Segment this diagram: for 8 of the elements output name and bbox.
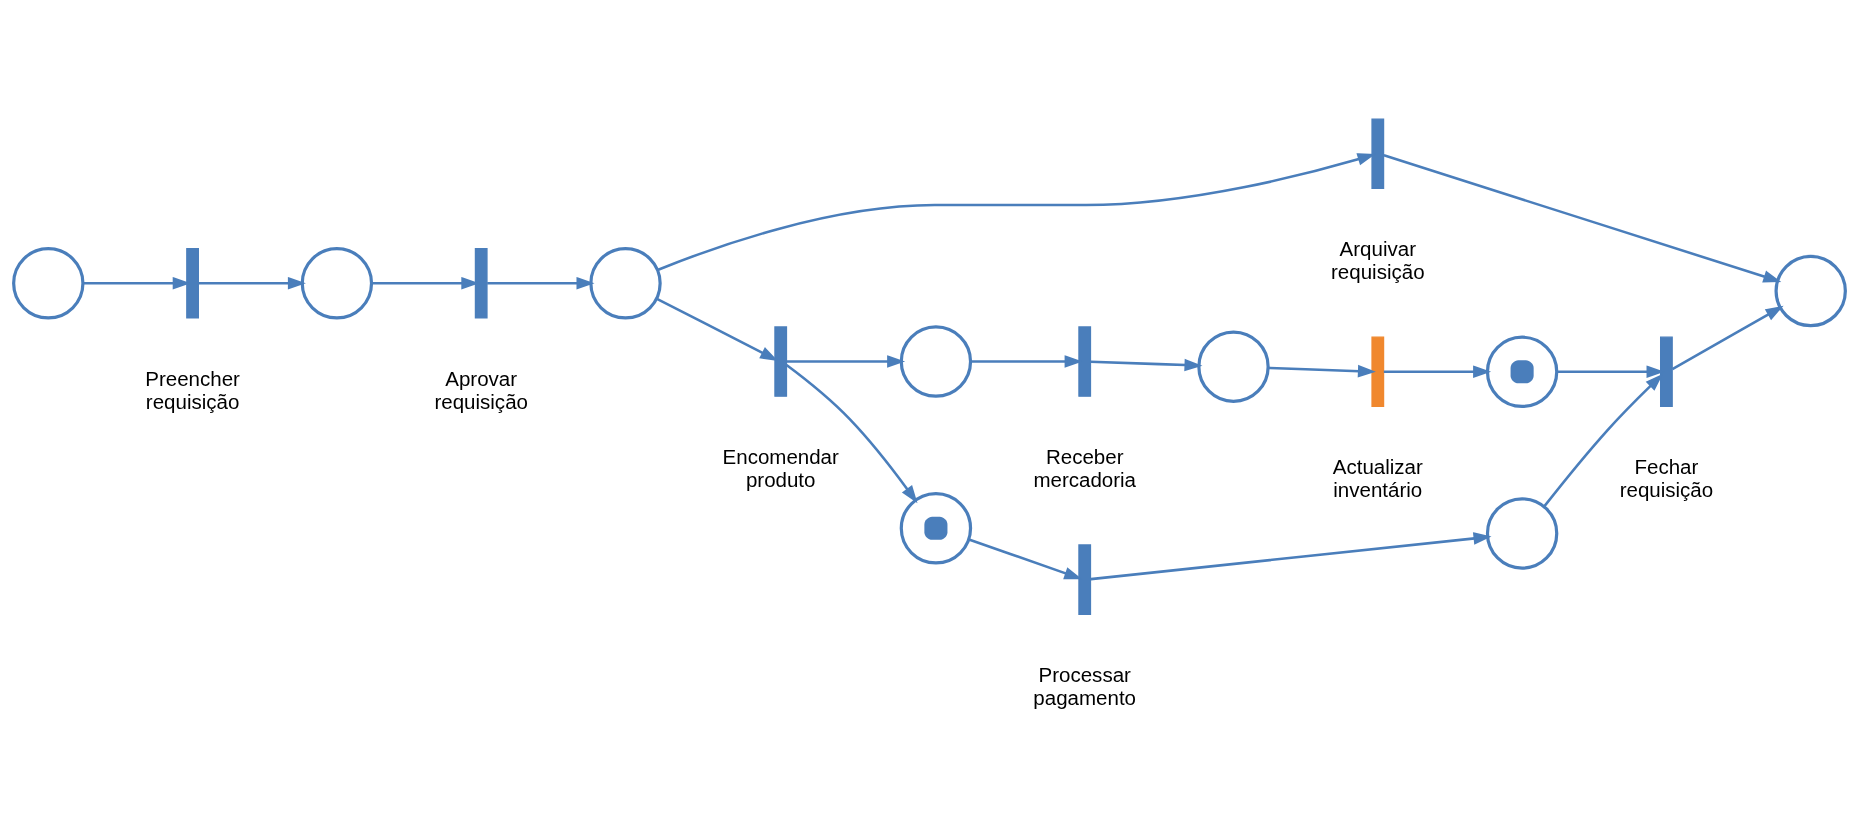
node-label: Aprovar requisição: [434, 366, 528, 413]
node-label: Actualizar inventário: [1332, 454, 1423, 501]
node-label: Fechar requisição: [1619, 454, 1714, 501]
node-label: Receber mercadoria: [1033, 444, 1137, 491]
node-label: Arquivar requisição: [1331, 236, 1425, 283]
node-label: Encomendar produto: [722, 444, 839, 491]
node-label: Preencher requisição: [145, 366, 240, 413]
node-label: Processar pagamento: [1033, 662, 1137, 709]
